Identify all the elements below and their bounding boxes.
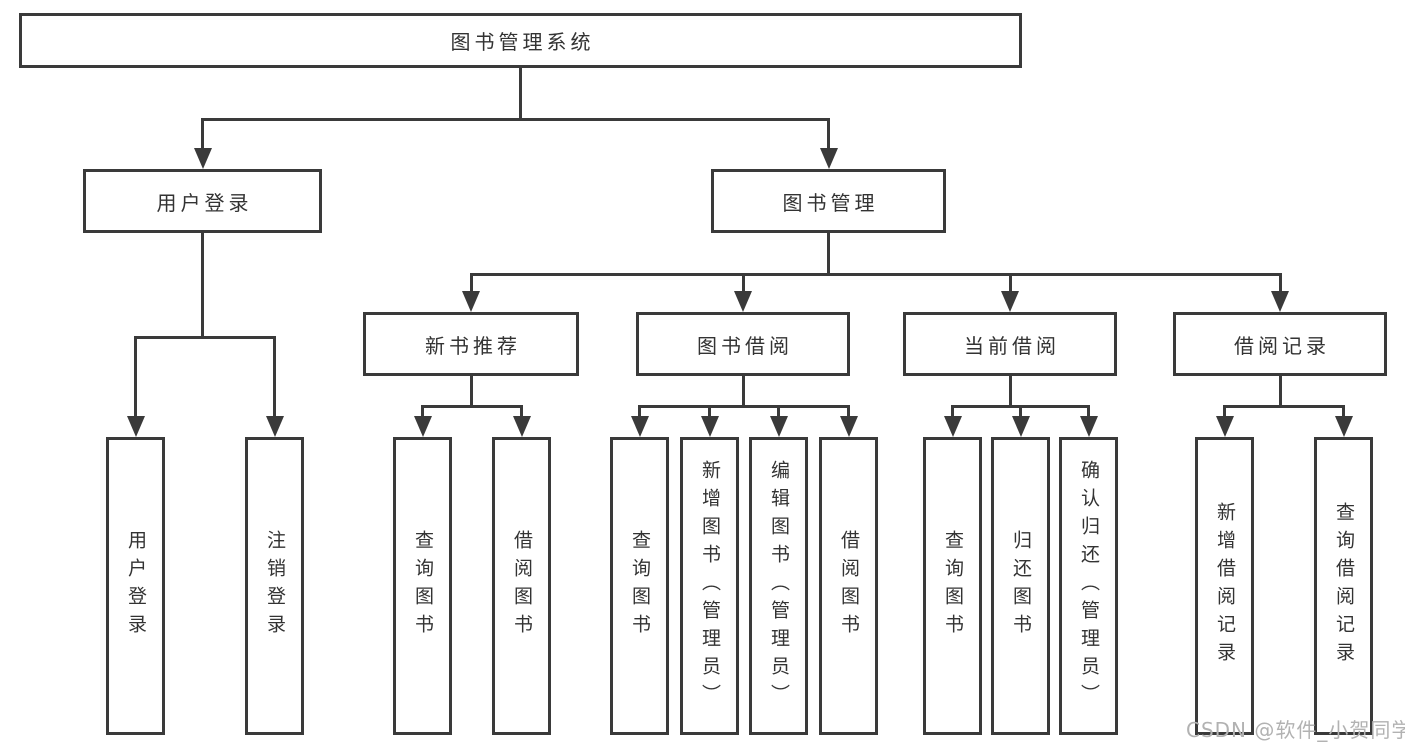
csdn-watermark: CSDN @软件_小贺同学 — [1186, 718, 1405, 742]
leaf-records-query-record-label: 查询借阅记录 — [1333, 502, 1355, 670]
leaf-current-return-books-label: 归还图书 — [1010, 530, 1032, 642]
node-borrowing-records: 借阅记录 — [1173, 312, 1387, 376]
connector-child-stub-2-3 — [1278, 273, 1282, 291]
connector-rail-4 — [638, 405, 850, 408]
connector-rail-2 — [469, 273, 1282, 276]
node-library-system-label: 图书管理系统 — [450, 30, 595, 54]
node-library-system: 图书管理系统 — [19, 13, 1022, 68]
connector-child-stub-5-0 — [951, 405, 954, 416]
connector-child-stub-5-1 — [1019, 405, 1022, 416]
leaf-newbook-borrow-books-label: 借阅图书 — [511, 530, 533, 642]
leaf-user-login-label: 用户登录 — [125, 530, 147, 642]
arrowhead-down-icon-1-0 — [126, 416, 145, 437]
leaf-borrow-query-books: 查询图书 — [610, 437, 669, 735]
node-new-book-recommendation: 新书推荐 — [363, 312, 579, 376]
arrowhead-down-icon-2-2 — [1001, 291, 1019, 312]
connector-child-stub-4-1 — [708, 405, 711, 416]
leaf-current-confirm-return-admin: 确认归还（管理员） — [1059, 437, 1118, 735]
arrowhead-down-icon-2-3 — [1271, 291, 1289, 312]
arrowhead-down-icon-4-3 — [839, 416, 858, 437]
leaf-borrow-edit-books-admin: 编辑图书（管理员） — [749, 437, 808, 735]
arrowhead-down-icon-5-0 — [943, 416, 962, 437]
leaf-logout-label: 注销登录 — [264, 530, 286, 642]
connector-parent-stub-1 — [201, 233, 204, 339]
leaf-current-return-books: 归还图书 — [991, 437, 1050, 735]
connector-child-stub-6-1 — [1342, 405, 1345, 416]
leaf-records-add-record-label: 新增借阅记录 — [1214, 502, 1236, 670]
arrowhead-down-icon-3-0 — [413, 416, 432, 437]
leaf-current-confirm-return-admin-label: 确认归还（管理员） — [1078, 460, 1100, 712]
connector-parent-stub-0 — [519, 68, 522, 121]
node-book-borrowing-label: 图书借阅 — [697, 333, 793, 358]
connector-parent-stub-5 — [1008, 376, 1012, 408]
arrowhead-down-icon-4-0 — [630, 416, 649, 437]
node-book-borrowing: 图书借阅 — [636, 312, 850, 376]
connector-child-stub-4-3 — [847, 405, 850, 416]
arrowhead-down-icon-4-1 — [700, 416, 719, 437]
arrowhead-down-icon-2-0 — [462, 291, 480, 312]
node-user-login-label: 用户登录 — [156, 190, 253, 215]
connector-child-stub-0-1 — [827, 118, 830, 148]
arrowhead-down-icon-6-1 — [1334, 416, 1353, 437]
connector-rail-3 — [421, 405, 523, 408]
connector-rail-1 — [134, 336, 276, 339]
connector-child-stub-3-1 — [520, 405, 523, 416]
arrowhead-down-icon-5-2 — [1079, 416, 1098, 437]
connector-child-stub-1-0 — [134, 336, 137, 416]
connector-child-stub-1-1 — [273, 336, 276, 416]
leaf-newbook-query-books-label: 查询图书 — [412, 530, 434, 642]
arrowhead-down-icon-0-0 — [193, 148, 212, 169]
arrowhead-down-icon-6-0 — [1215, 416, 1234, 437]
connector-child-stub-0-0 — [201, 118, 204, 148]
leaf-user-login: 用户登录 — [106, 437, 165, 735]
arrowhead-down-icon-2-1 — [734, 291, 752, 312]
connector-rail-6 — [1223, 405, 1345, 408]
arrowhead-down-icon-3-1 — [512, 416, 531, 437]
connector-child-stub-2-1 — [741, 273, 745, 291]
connector-parent-stub-4 — [741, 376, 745, 408]
leaf-borrow-edit-books-admin-label: 编辑图书（管理员） — [768, 460, 790, 712]
connector-rail-0 — [201, 118, 830, 121]
node-user-login: 用户登录 — [83, 169, 322, 233]
connector-parent-stub-2 — [827, 233, 830, 276]
connector-parent-stub-6 — [1278, 376, 1282, 408]
node-borrowing-records-label: 借阅记录 — [1234, 333, 1330, 358]
node-book-management: 图书管理 — [711, 169, 946, 233]
node-current-borrowing-label: 当前借阅 — [964, 333, 1060, 358]
leaf-newbook-borrow-books: 借阅图书 — [492, 437, 551, 735]
connector-child-stub-4-2 — [777, 405, 780, 416]
leaf-borrow-add-books-admin-label: 新增图书（管理员） — [699, 460, 721, 712]
arrowhead-down-icon-5-1 — [1011, 416, 1030, 437]
leaf-logout: 注销登录 — [245, 437, 304, 735]
node-book-management-label: 图书管理 — [782, 190, 879, 215]
leaf-current-query-books-label: 查询图书 — [942, 530, 964, 642]
arrowhead-down-icon-4-2 — [769, 416, 788, 437]
leaf-borrow-add-books-admin: 新增图书（管理员） — [680, 437, 739, 735]
leaf-newbook-query-books: 查询图书 — [393, 437, 452, 735]
node-current-borrowing: 当前借阅 — [903, 312, 1117, 376]
connector-child-stub-3-0 — [421, 405, 424, 416]
leaf-records-add-record: 新增借阅记录 — [1195, 437, 1254, 735]
arrowhead-down-icon-0-1 — [819, 148, 838, 169]
connector-parent-stub-3 — [469, 376, 473, 408]
leaf-borrow-borrow-books-label: 借阅图书 — [838, 530, 860, 642]
leaf-current-query-books: 查询图书 — [923, 437, 982, 735]
connector-child-stub-2-2 — [1008, 273, 1012, 291]
node-new-book-recommendation-label: 新书推荐 — [425, 333, 521, 358]
connector-child-stub-6-0 — [1223, 405, 1226, 416]
connector-child-stub-4-0 — [638, 405, 641, 416]
arrowhead-down-icon-1-1 — [265, 416, 284, 437]
connector-child-stub-5-2 — [1087, 405, 1090, 416]
leaf-borrow-query-books-label: 查询图书 — [629, 530, 651, 642]
connector-child-stub-2-0 — [469, 273, 473, 291]
leaf-records-query-record: 查询借阅记录 — [1314, 437, 1373, 735]
leaf-borrow-borrow-books: 借阅图书 — [819, 437, 878, 735]
